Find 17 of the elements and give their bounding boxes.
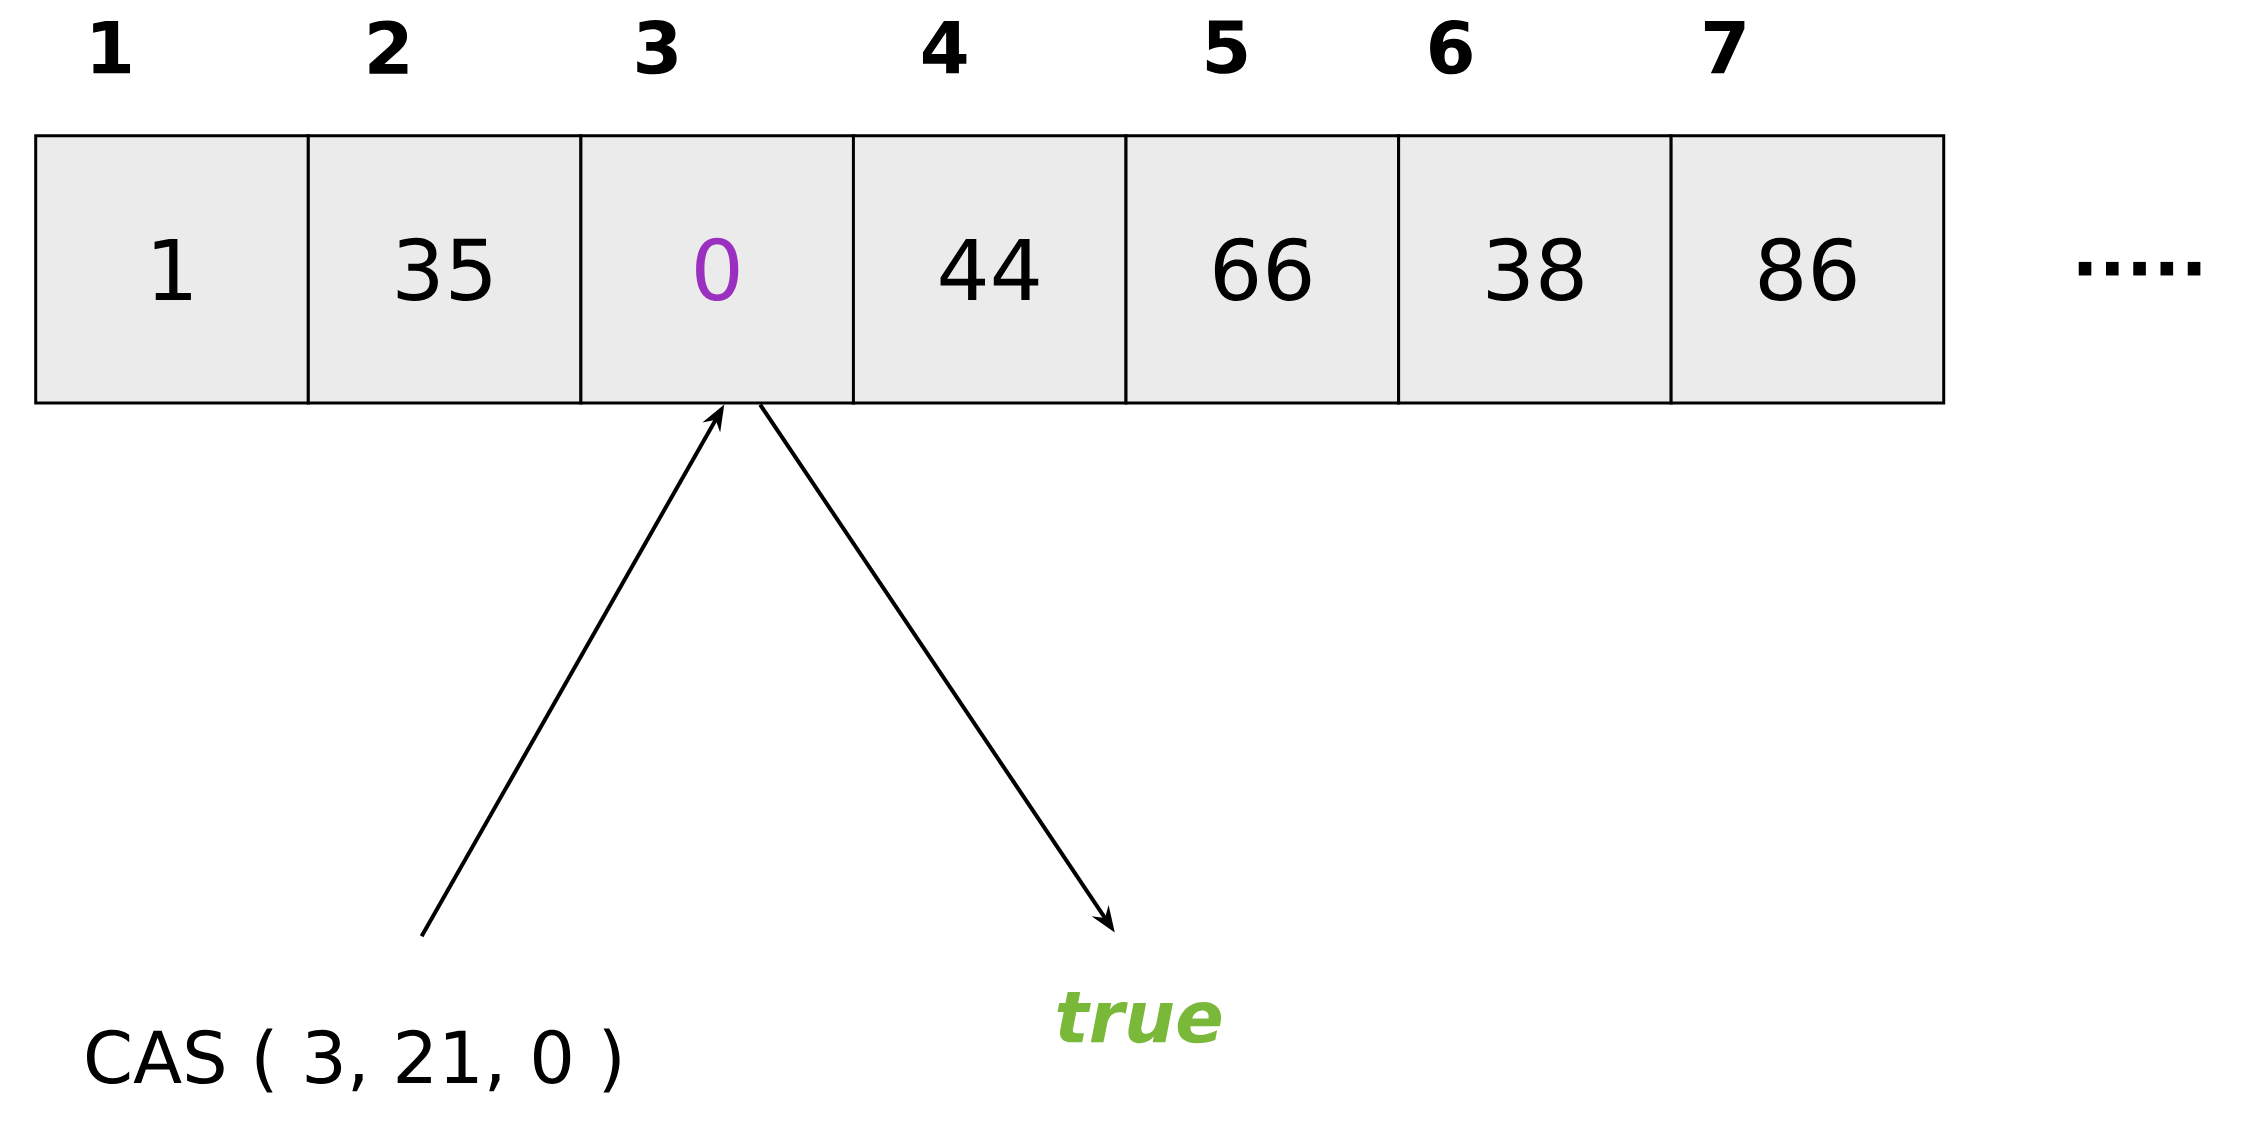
array-cell: 1 (34, 134, 310, 405)
ellipsis: ..... (2078, 261, 2201, 276)
index-number: 5 (1206, 20, 1247, 74)
array-cell: 38 (1397, 134, 1673, 405)
array-cell: 0 (579, 134, 855, 405)
index-number: 2 (369, 20, 408, 74)
result-text: true (1057, 991, 1222, 1044)
index-number: 6 (1430, 20, 1472, 75)
array-cell: 66 (1124, 134, 1401, 405)
index-number: 1 (93, 21, 130, 74)
array-cell: 86 (1669, 134, 1946, 405)
array-cell: 35 (306, 134, 583, 405)
operation-text: CAS ( 3, 21, 0 ) (87, 1028, 620, 1093)
array-cell: 44 (851, 134, 1128, 405)
index-number: 7 (1704, 21, 1745, 74)
index-number: 4 (923, 21, 967, 74)
index-number: 3 (637, 20, 677, 75)
